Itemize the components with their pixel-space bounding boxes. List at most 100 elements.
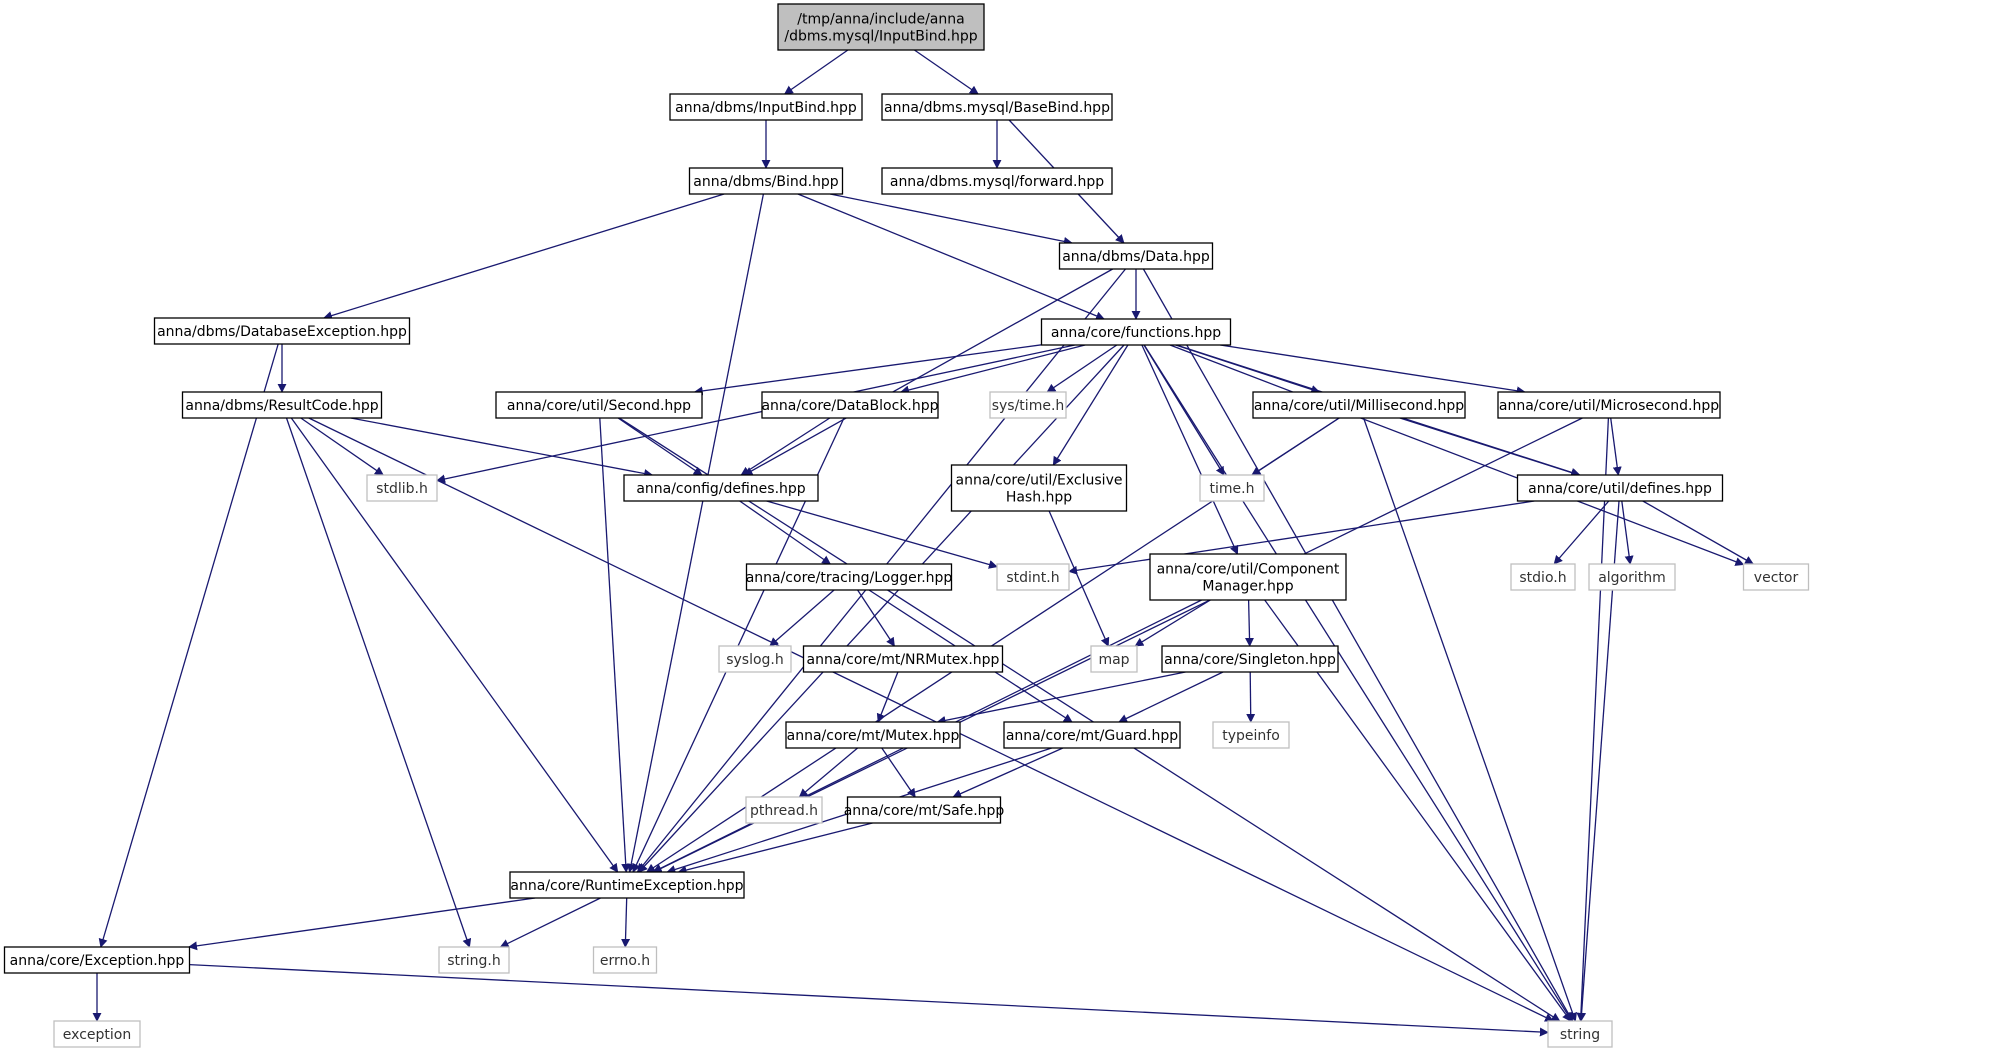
include-edge-functions-to-stdlib <box>436 344 1075 484</box>
include-edge-cfgdefines-to-stdint <box>766 500 998 569</box>
node-box <box>761 391 939 419</box>
node-label: anna/core/DataBlock.hpp <box>761 398 938 414</box>
node-box <box>1547 1020 1613 1048</box>
node-milli[interactable]: anna/core/util/Millisecond.hpp <box>1252 391 1466 419</box>
node-exception[interactable]: anna/core/Exception.hpp <box>3 946 191 974</box>
node-box <box>592 946 658 974</box>
node-box <box>153 317 411 345</box>
node-label: anna/core/util/Microsecond.hpp <box>1499 398 1719 414</box>
node-guard[interactable]: anna/core/mt/Guard.hpp <box>1003 721 1181 749</box>
node-forward[interactable]: anna/dbms.mysql/forward.hpp <box>881 167 1113 195</box>
node-stdio: stdio.h <box>1510 563 1576 591</box>
node-box <box>1090 645 1138 673</box>
node-box <box>989 391 1067 419</box>
node-label: anna/dbms/InputBind.hpp <box>675 100 857 116</box>
node-label: anna/dbms/DatabaseException.hpp <box>157 324 407 340</box>
include-edge-bind-to-dbexc <box>323 193 725 320</box>
node-box <box>1149 553 1347 601</box>
include-edge-runtime-to-exception <box>188 897 536 951</box>
node-box <box>1588 563 1676 591</box>
include-edge-bind-to-runtime <box>626 193 765 873</box>
include-edge-micro-to-utildefines <box>1610 417 1622 476</box>
include-edge-nrmutex-to-mutex <box>876 671 899 723</box>
node-basebind[interactable]: anna/dbms.mysql/BaseBind.hpp <box>881 93 1113 121</box>
include-edge-data-to-cfgdefines <box>743 268 1114 476</box>
node-label: anna/core/util/Second.hpp <box>507 398 691 414</box>
node-logger[interactable]: anna/core/tracing/Logger.hpp <box>746 563 953 591</box>
node-label: anna/dbms/Bind.hpp <box>693 174 839 190</box>
include-edge-functions-to-string <box>1143 344 1573 1022</box>
node-box <box>53 1020 141 1048</box>
node-box <box>1252 391 1466 419</box>
node-dbexc[interactable]: anna/dbms/DatabaseException.hpp <box>153 317 411 345</box>
node-utildefines[interactable]: anna/core/util/defines.hpp <box>1516 474 1724 502</box>
node-mutex[interactable]: anna/core/mt/Mutex.hpp <box>785 721 961 749</box>
node-systime: sys/time.h <box>989 391 1067 419</box>
node-second[interactable]: anna/core/util/Second.hpp <box>495 391 703 419</box>
include-edge-guard-to-safe <box>952 747 1064 798</box>
node-box <box>1510 563 1576 591</box>
include-edge-milli-to-utildefines <box>1399 417 1580 477</box>
node-bind[interactable]: anna/dbms/Bind.hpp <box>688 167 844 195</box>
include-edge-resultcode-to-runtime <box>290 417 619 873</box>
include-edge-functions-to-exclusive <box>1052 344 1129 466</box>
include-edge-bind-to-data <box>829 193 1073 246</box>
node-box <box>881 93 1113 121</box>
node-box <box>777 3 985 51</box>
node-singleton[interactable]: anna/core/Singleton.hpp <box>1161 645 1339 673</box>
node-box <box>718 645 792 673</box>
node-stdlib: stdlib.h <box>366 474 438 502</box>
node-micro[interactable]: anna/core/util/Microsecond.hpp <box>1497 391 1721 419</box>
node-stdint: stdint.h <box>996 563 1070 591</box>
include-edge-singleton-to-typeinfo <box>1246 671 1256 723</box>
include-edge-utildefines-to-stdio <box>1553 500 1610 565</box>
node-box <box>1742 563 1810 591</box>
include-edge-functions-to-runtime <box>638 344 1125 873</box>
node-box <box>509 871 745 899</box>
include-edge-exclusive-to-map <box>1048 510 1110 647</box>
include-edge-compmgr-to-singleton <box>1245 599 1255 647</box>
node-box <box>1212 721 1290 749</box>
node-label: string <box>1560 1027 1600 1043</box>
node-safe[interactable]: anna/core/mt/Safe.hpp <box>844 796 1005 824</box>
node-errno: errno.h <box>592 946 658 974</box>
node-nrmutex[interactable]: anna/core/mt/NRMutex.hpp <box>802 645 1004 673</box>
include-edge-resultcode-to-stringh <box>285 417 472 948</box>
include-edge-logger-to-nrmutex <box>857 589 895 647</box>
node-map: map <box>1090 645 1138 673</box>
node-label: anna/core/tracing/Logger.hpp <box>746 570 953 586</box>
node-label: anna/core/functions.hpp <box>1051 325 1221 341</box>
node-box <box>1161 645 1339 673</box>
node-label: anna/dbms.mysql/forward.hpp <box>890 174 1104 190</box>
include-edge-datablock-to-cfgdefines <box>740 417 831 476</box>
node-label: algorithm <box>1598 570 1666 586</box>
node-label: string.h <box>447 953 501 969</box>
include-edge-functions-to-compmgr <box>1141 344 1239 555</box>
include-edge-runtime-to-errno <box>621 897 631 948</box>
include-edge-mutex-to-pthread <box>798 747 859 798</box>
node-resultcode[interactable]: anna/dbms/ResultCode.hpp <box>181 391 383 419</box>
node-box <box>181 391 383 419</box>
node-label: anna/core/mt/Mutex.hpp <box>787 728 960 744</box>
node-functions[interactable]: anna/core/functions.hpp <box>1040 318 1232 346</box>
node-cfgdefines[interactable]: anna/config/defines.hpp <box>623 474 819 502</box>
node-box <box>438 946 510 974</box>
node-inputbind[interactable]: anna/dbms/InputBind.hpp <box>669 93 863 121</box>
node-runtime[interactable]: anna/core/RuntimeException.hpp <box>509 871 745 899</box>
node-root[interactable]: /tmp/anna/include/anna/dbms.mysql/InputB… <box>777 3 985 51</box>
node-label: anna/config/defines.hpp <box>636 481 805 497</box>
node-data[interactable]: anna/dbms/Data.hpp <box>1058 242 1214 270</box>
node-label: anna/core/util/Component <box>1157 562 1340 578</box>
node-label: syslog.h <box>726 652 784 668</box>
node-label: anna/core/util/Millisecond.hpp <box>1254 398 1464 414</box>
node-box <box>366 474 438 502</box>
node-typeinfo: typeinfo <box>1212 721 1290 749</box>
include-edge-second-to-string <box>618 417 1561 1022</box>
include-edge-bind-to-functions <box>797 193 1105 321</box>
node-box <box>1516 474 1724 502</box>
node-datablock[interactable]: anna/core/DataBlock.hpp <box>761 391 939 419</box>
node-string: string <box>1547 1020 1613 1048</box>
